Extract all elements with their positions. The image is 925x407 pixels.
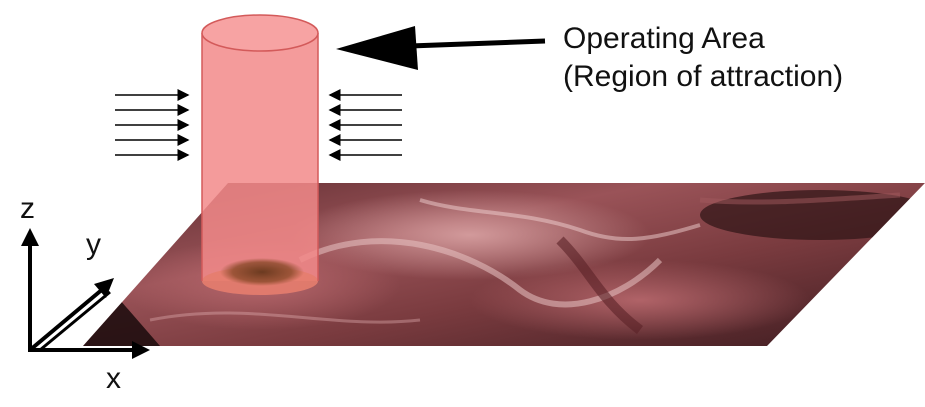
operating-area-cylinder: [202, 15, 318, 295]
annotation-subtitle: (Region of attraction): [563, 60, 843, 94]
axis-label-x: x: [106, 362, 121, 396]
z-axis-arrow: [21, 228, 39, 350]
arrows-left-icon: [330, 95, 402, 155]
big-left-arrow-icon: [336, 26, 545, 70]
annotation-title: Operating Area: [563, 22, 765, 56]
axis-label-y: y: [86, 228, 101, 262]
arrows-right-icon: [115, 95, 188, 155]
axis-label-z: z: [20, 192, 35, 226]
